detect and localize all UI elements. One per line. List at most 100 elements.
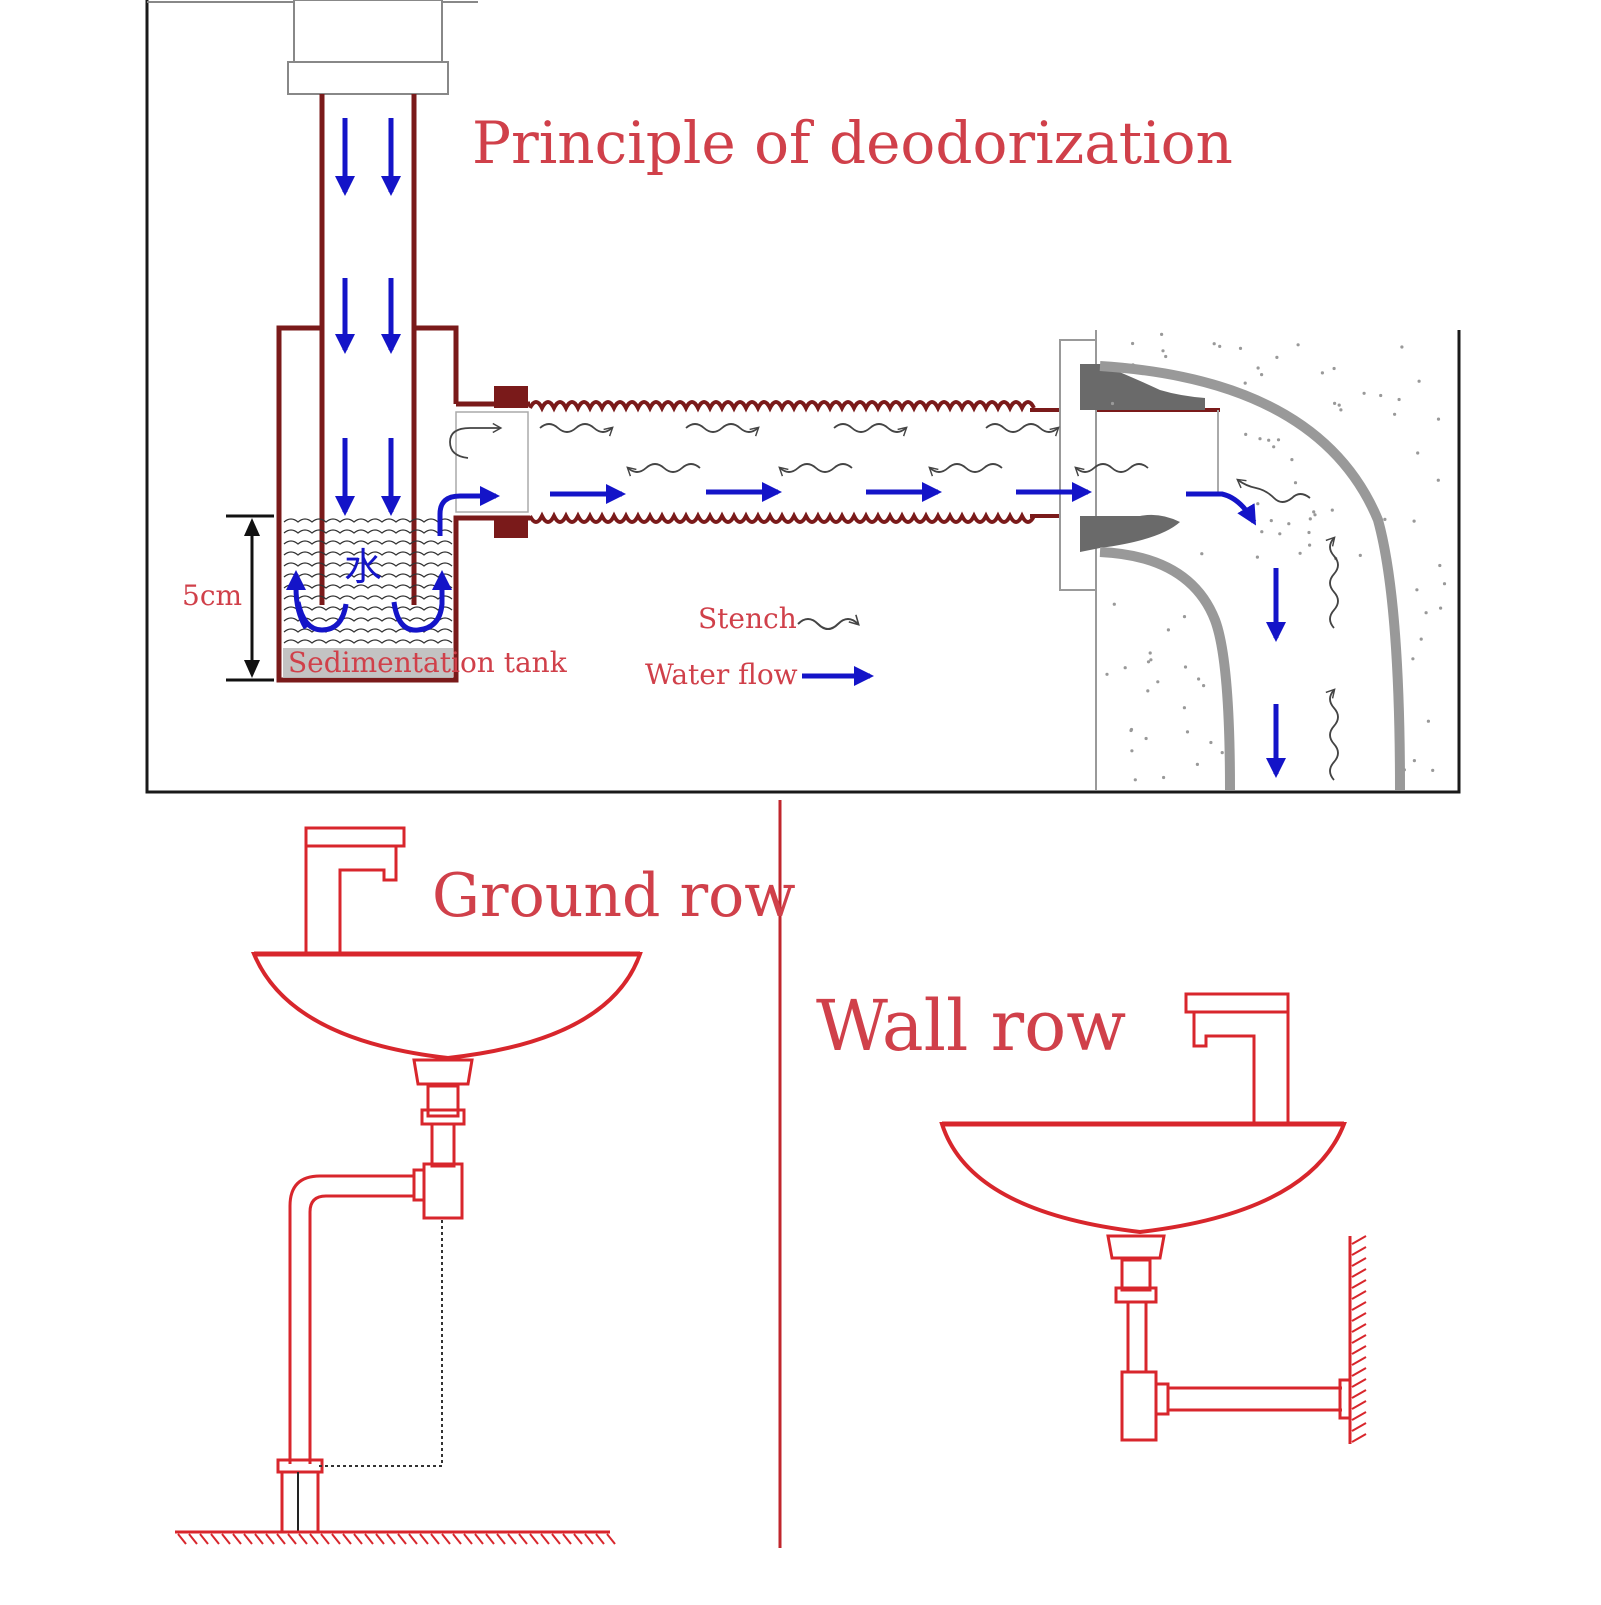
sediment-layer: [283, 648, 453, 678]
hatch-line: [1351, 1257, 1367, 1267]
stench-arrow: [626, 463, 701, 477]
speckle-dot: [1146, 660, 1151, 664]
speckle-dot: [1439, 606, 1443, 610]
hatch-line: [221, 1533, 231, 1545]
ground-drain-tail: [426, 1084, 460, 1118]
hatch-line: [606, 1533, 616, 1545]
speckle-dot: [1337, 403, 1341, 407]
water-flow-arrows: [286, 118, 1286, 778]
speckle-dot: [1412, 759, 1416, 763]
speckle-dot: [1379, 393, 1383, 398]
hatch-line: [298, 1533, 308, 1545]
hatch-line: [210, 1533, 220, 1545]
speckle-dot: [1258, 437, 1262, 441]
hatch-line: [331, 1533, 341, 1545]
speckle-dot: [1412, 519, 1416, 523]
speckle-dot: [1133, 778, 1137, 782]
hatch-line: [518, 1533, 528, 1545]
legend-stench-swatch: [797, 614, 860, 630]
speckle-dot: [1287, 522, 1291, 526]
speckle-dot: [1195, 762, 1199, 767]
principle-title: Principle of deodorization: [472, 109, 1233, 177]
ground-dotted-guide: [318, 1220, 443, 1467]
hose-top-wall: [528, 400, 1036, 413]
wall-faucet: [1184, 992, 1290, 1126]
speckle-dot: [1411, 657, 1415, 661]
hatch-line: [309, 1533, 319, 1545]
hatch-line: [1351, 1400, 1367, 1410]
speckle-dot: [1112, 602, 1116, 606]
ground-outlet-pipe: [288, 1174, 414, 1464]
hatch-line: [452, 1533, 462, 1545]
water-wave: [283, 617, 453, 622]
hatch-line: [529, 1533, 539, 1545]
hatch-line: [507, 1533, 517, 1545]
wall-row-title: Wall row: [816, 985, 1126, 1067]
speckle-dot: [1244, 432, 1248, 436]
speckle-dot: [1212, 342, 1216, 346]
wall-row-panel: [939, 992, 1367, 1444]
speckle-dot: [1308, 543, 1312, 547]
speckle-dot: [1267, 438, 1271, 442]
hatch-line: [419, 1533, 429, 1545]
speckle-dot: [1400, 345, 1404, 349]
speckle-dot: [1436, 478, 1440, 482]
hatch-line: [353, 1533, 363, 1545]
speckle-dot: [1339, 408, 1343, 412]
hatch-line: [1351, 1246, 1367, 1256]
speckle-dot: [1272, 445, 1276, 449]
water-wave: [283, 540, 453, 545]
speckle-dot: [1419, 637, 1423, 641]
hatch-line: [562, 1533, 572, 1545]
wall-trap-nut: [1154, 1382, 1170, 1416]
water-character: 水: [344, 545, 382, 589]
speckle-dot: [1131, 341, 1135, 346]
wall-bottle-trap: [1120, 1370, 1158, 1442]
hatch-line: [1351, 1235, 1367, 1245]
principle-panel: Principle of deodorization 5cm 水 Sedimen…: [145, 0, 1461, 794]
speckle-dot: [1358, 553, 1362, 558]
speckle-dot: [1110, 401, 1115, 406]
wall-drain-neck: [1106, 1234, 1166, 1260]
ground-drain-stem: [430, 1122, 456, 1168]
speckle-dot: [1131, 363, 1135, 367]
height-dimension: [226, 514, 274, 682]
ground-floor-hatch: [177, 1533, 616, 1545]
hatch-line: [1351, 1312, 1367, 1322]
speckle-dot: [1200, 552, 1204, 556]
hatch-line: [1351, 1345, 1367, 1355]
hatch-line: [199, 1533, 209, 1545]
speckle-dot: [1130, 749, 1134, 753]
speckle-dot: [1397, 397, 1401, 402]
hatch-line: [1351, 1422, 1367, 1432]
elbow-inner-wall: [1099, 547, 1235, 791]
legend: Stench Water flow: [645, 602, 874, 691]
speckle-dot: [1436, 417, 1441, 421]
speckle-dot: [1260, 373, 1264, 377]
hatch-line: [1351, 1323, 1367, 1333]
panel-frame: [145, 0, 1461, 794]
speckle-dot: [1260, 530, 1264, 534]
hatch-line: [232, 1533, 242, 1545]
speckle-dot: [1255, 555, 1259, 559]
speckle-dot: [1308, 517, 1312, 521]
water-wave: [283, 551, 453, 556]
speckle-dot: [1129, 728, 1133, 733]
hatch-line: [276, 1533, 286, 1545]
stench-arrow: [1236, 478, 1311, 503]
speckle-dot: [1296, 343, 1300, 347]
hatch-line: [474, 1533, 484, 1545]
speckle-dot: [1313, 513, 1317, 517]
stench-arrow: [449, 422, 503, 459]
hatch-line: [1351, 1356, 1367, 1366]
stench-arrow: [539, 423, 614, 437]
speckle-dot: [1438, 563, 1442, 568]
flow-arrow: [391, 570, 452, 633]
wall-drain-stem: [1126, 1300, 1148, 1374]
stench-arrow: [1325, 688, 1339, 781]
hatch-line: [1351, 1389, 1367, 1399]
hatch-line: [430, 1533, 440, 1545]
speckle-dot: [1243, 381, 1247, 385]
